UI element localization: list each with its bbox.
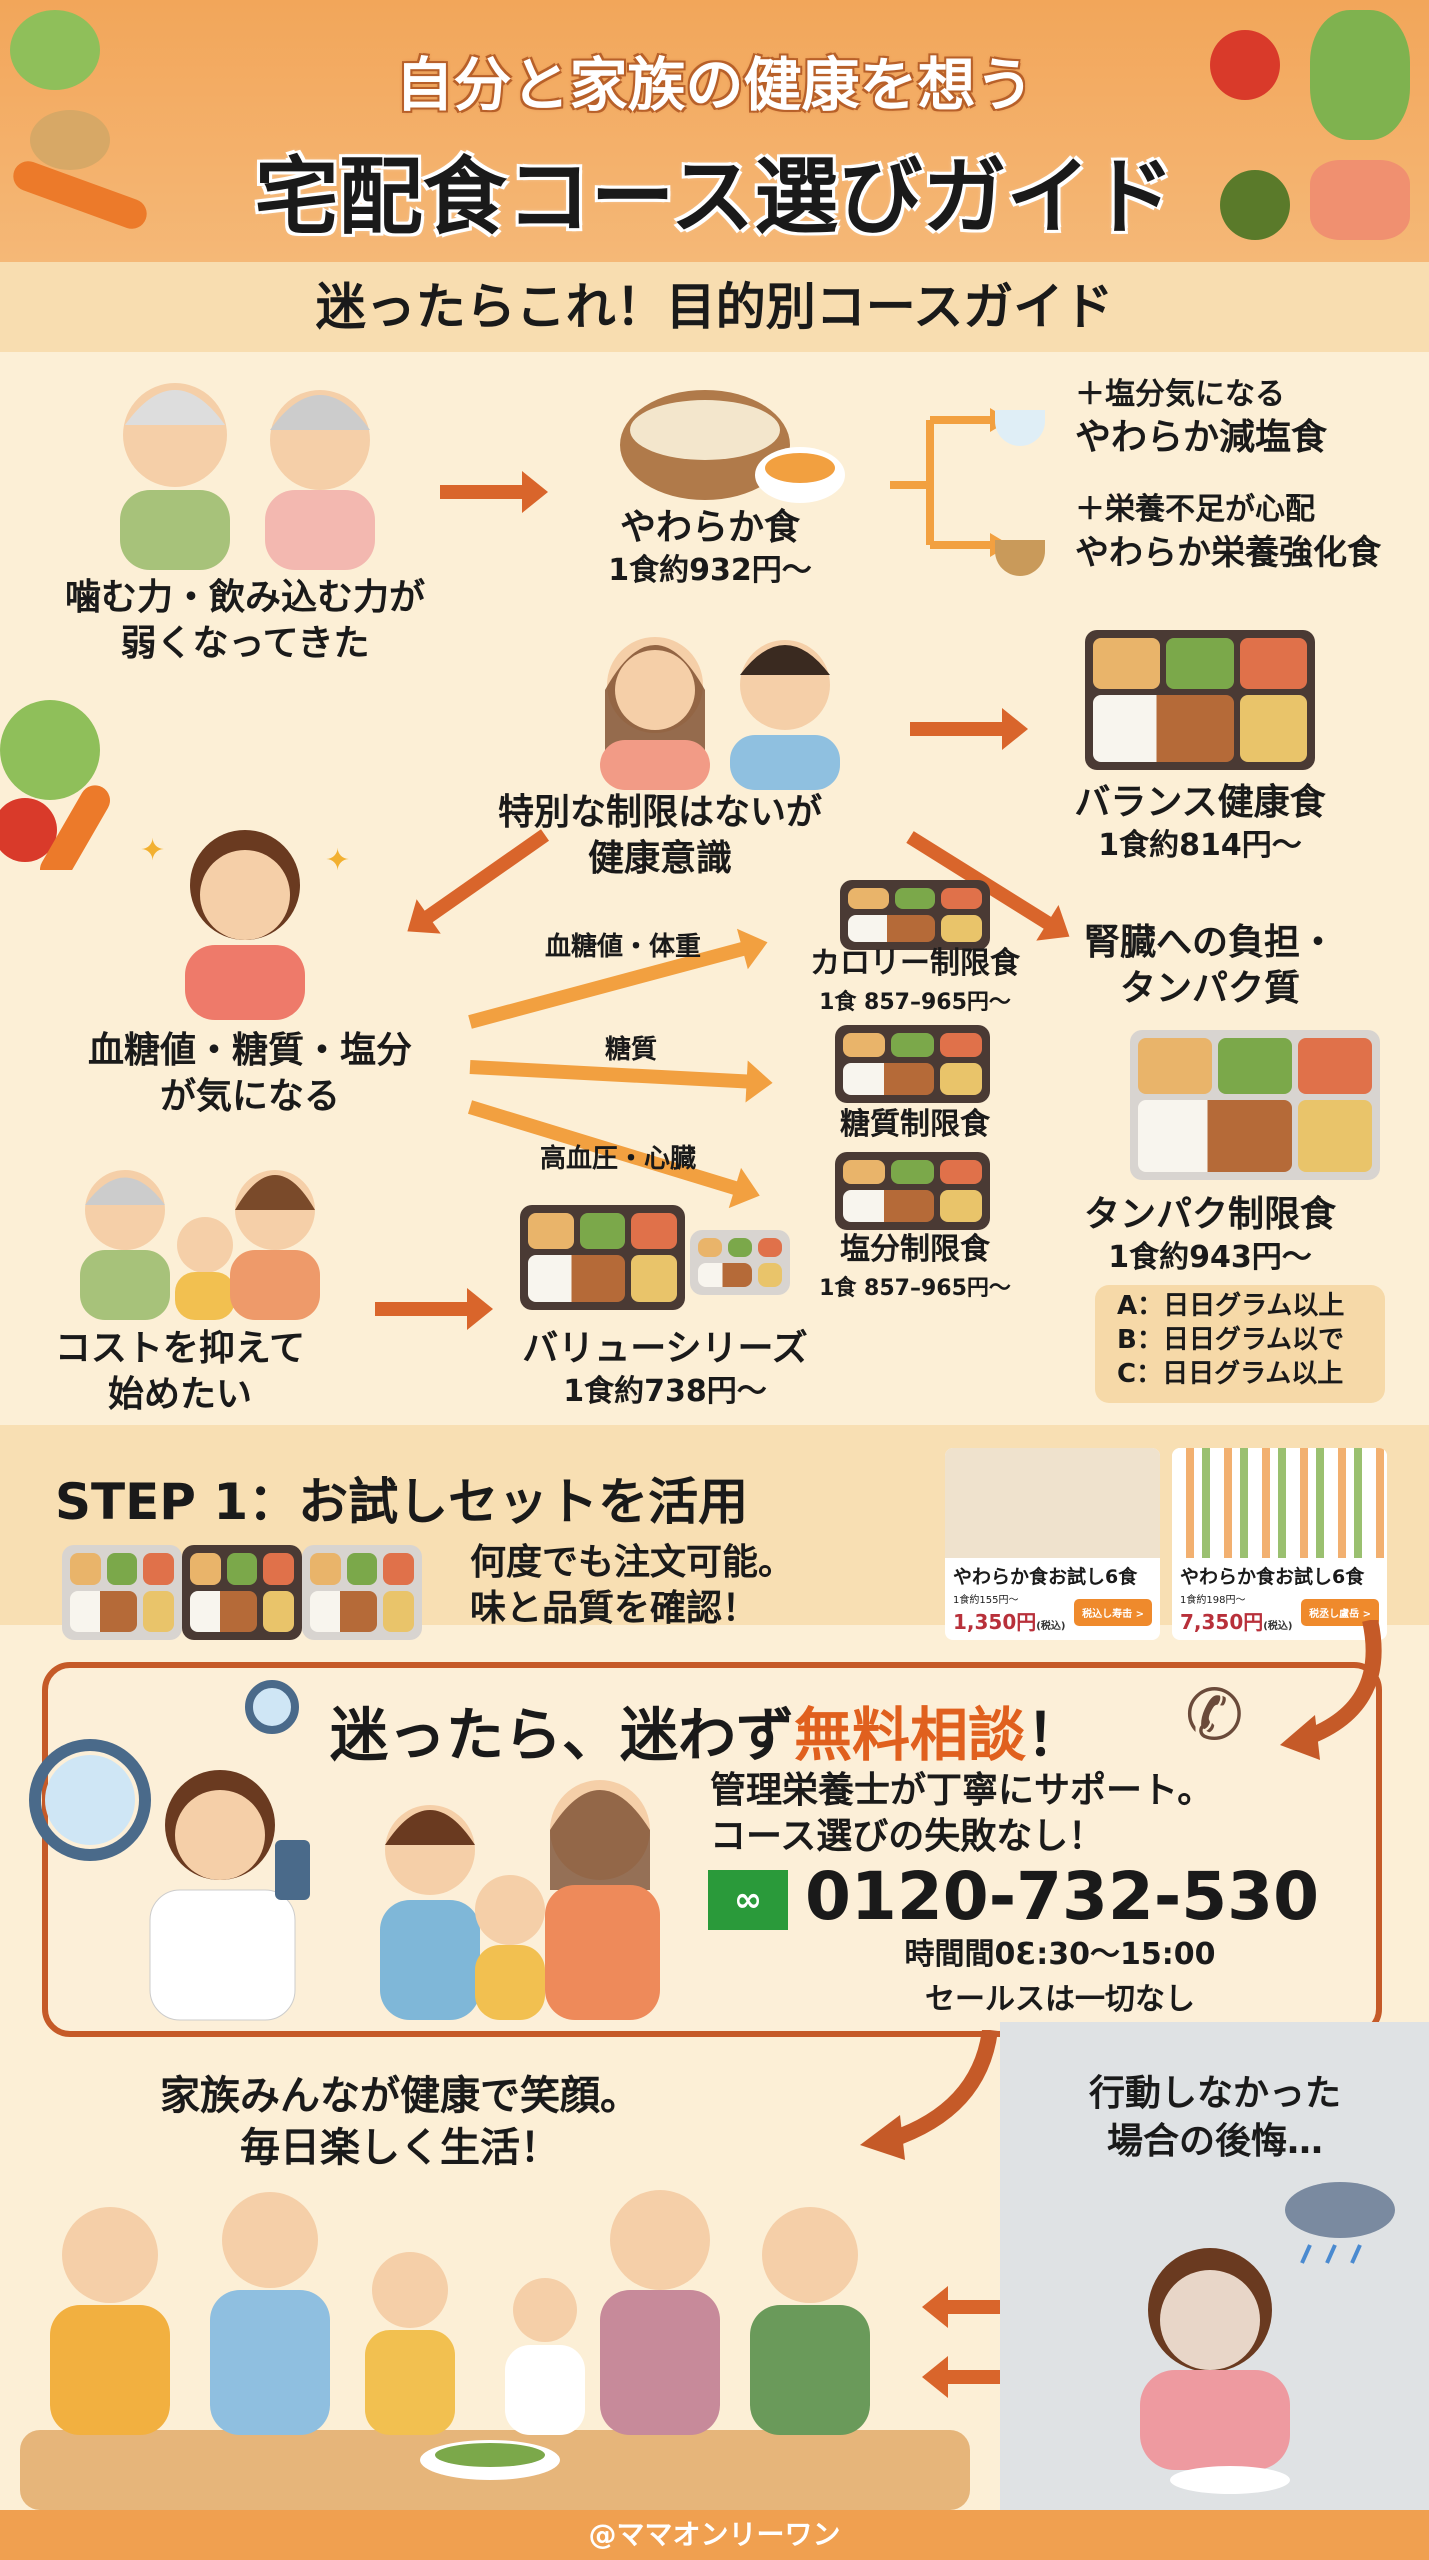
protein-meal-tray (1130, 1030, 1380, 1180)
trial-order-button[interactable]: 税込し寿击 > (1074, 1599, 1152, 1626)
course-value: バリューシリーズ 1食約738円～ (522, 1328, 808, 1409)
course-protein: タンパク制限食 1食約943円～ (1083, 1194, 1336, 1275)
course-salt: 塩分制限食 1食 857–965円～ (819, 1232, 1011, 1301)
no-sales-note: セールスは一切なし (925, 1982, 1195, 2017)
vegetables-left-illustration (9, 10, 160, 240)
salt-meal-tray (835, 1152, 990, 1230)
curved-arrow-icon (860, 2030, 998, 2160)
calorie-meal-tray (840, 880, 990, 950)
nutrition-bowl-icon (995, 540, 1045, 576)
protein-level-list: A：日日グラム以上 B：日日グラム以で C：日日グラム以上 (1095, 1285, 1385, 1403)
balance-meal-tray (1085, 630, 1315, 770)
value-meal-tray-small (690, 1230, 790, 1295)
arrow-icon (940, 2370, 1000, 2384)
level-a: A：日日グラム以上 (1117, 1291, 1345, 1321)
vegetables-right-illustration (1200, 10, 1420, 250)
cheering-woman-illustration: ✦✦ (140, 830, 350, 1020)
svg-text:✦: ✦ (325, 843, 350, 878)
branch-arrows-icon (890, 408, 1010, 557)
family-dinner-illustration (20, 2190, 970, 2510)
section-heading-band: 迷ったらこれ！目的別コースガイド (0, 262, 1429, 352)
need-cost: コストを抑えて 始めたい (54, 1328, 306, 1415)
course-calorie: カロリー制限食 1食 857–965円～ (810, 946, 1020, 1015)
worried-woman-illustration (1140, 2182, 1395, 2494)
need-general: 特別な制限はないが 健康意識 (497, 792, 822, 879)
arrow-icon (375, 1288, 493, 1330)
level-b: B：日日グラム以で (1117, 1325, 1345, 1355)
couple-illustration (600, 637, 840, 790)
soft-food-bowl-illustration (620, 390, 845, 503)
consult-text: 管理栄養士が丁寧にサポート。 コース選びの失敗なし！ (710, 1770, 1214, 1857)
course-balance: バランス健康食 1食約814円～ (1074, 782, 1326, 863)
trial-price: 7,350円(税込) (1180, 1610, 1293, 1634)
phone-number[interactable]: 0120-732-530 (805, 1858, 1320, 1935)
step1-heading: STEP 1：お試しセットを活用 (55, 1473, 749, 1531)
header-banner: 自分と家族の健康を想う 宅配食コース選びガイド (0, 0, 1429, 262)
course-soft-food: やわらか食 1食約932円～ (608, 507, 812, 588)
consult-title: 迷ったら、迷わず無料相談！ (330, 1701, 1085, 1769)
page-title: 宅配食コース選びガイド (254, 148, 1175, 246)
trial-price: 1,350円(税込) (953, 1610, 1066, 1634)
trial-tray (302, 1545, 422, 1640)
trial-tray (182, 1545, 302, 1640)
magnifier-icon (245, 1680, 299, 1734)
header-subtitle: 自分と家族の健康を想う (395, 51, 1034, 119)
phone-icon: ✆ (1185, 1674, 1244, 1756)
arrow-icon (910, 708, 1028, 750)
nutritionist-illustration (29, 1739, 310, 2021)
elderly-couple-illustration (120, 383, 375, 570)
mother-children-illustration (380, 1780, 660, 2020)
level-c: C：日日グラム以上 (1117, 1359, 1344, 1389)
arrow-icon (940, 2300, 1000, 2314)
value-meal-tray (520, 1205, 685, 1310)
course-sugar: 糖質制限食 (840, 1107, 990, 1142)
curved-arrow-icon (1280, 1620, 1382, 1760)
branch-label-pressure: 高血圧・心臓 (540, 1144, 697, 1174)
trial-food-photo (945, 1448, 1160, 1558)
freedial-logo: ∞ (708, 1870, 788, 1930)
vegetables-side-illustration (0, 700, 110, 870)
family-illustration (80, 1170, 320, 1320)
option-nutrition: ＋栄養不足が心配 やわらか栄養強化食 (1075, 492, 1381, 573)
trial-card[interactable]: やわらか食お試し6食 1食約198円～ 7,350円(税込) 税丞し盧岳 > (1172, 1448, 1387, 1640)
branch-label-sugar: 糖質 (605, 1035, 658, 1065)
trial-chart-image (1172, 1448, 1387, 1558)
business-hours: 時間間0Ɛ:30～15:00 (904, 1937, 1216, 1972)
need-blood-sugar: 血糖値・糖質・塩分 が気になる (87, 1030, 412, 1117)
branch-label-weight: 血糖値・体重 (545, 932, 702, 962)
footer-credit: @ママオンリーワン (0, 2510, 1429, 2560)
arrow-icon (440, 471, 548, 513)
trial-tray (62, 1545, 182, 1640)
step1-text: 何度でも注文可能。 味と品質を確認！ (470, 1542, 795, 1629)
trial-card[interactable]: やわらか食お試し6食 1食約155円～ 1,350円(税込) 税込し寿击 > (945, 1448, 1160, 1640)
need-chewing: 噛む力・飲み込む力が 弱くなってきた (64, 577, 425, 664)
need-kidney: 腎臓への負担・ タンパク質 (1083, 922, 1336, 1009)
happy-message: 家族みんなが健康で笑顔。 毎日楽しく生活！ (160, 2073, 640, 2171)
regret-message: 行動しなかった 場合の後悔… (1088, 2073, 1341, 2162)
section-heading: 迷ったらこれ！目的別コースガイド (315, 278, 1114, 336)
option-low-salt: ＋塩分気になる やわらか減塩食 (1075, 377, 1328, 458)
sugar-meal-tray (835, 1025, 990, 1103)
svg-text:✦: ✦ (140, 833, 165, 868)
